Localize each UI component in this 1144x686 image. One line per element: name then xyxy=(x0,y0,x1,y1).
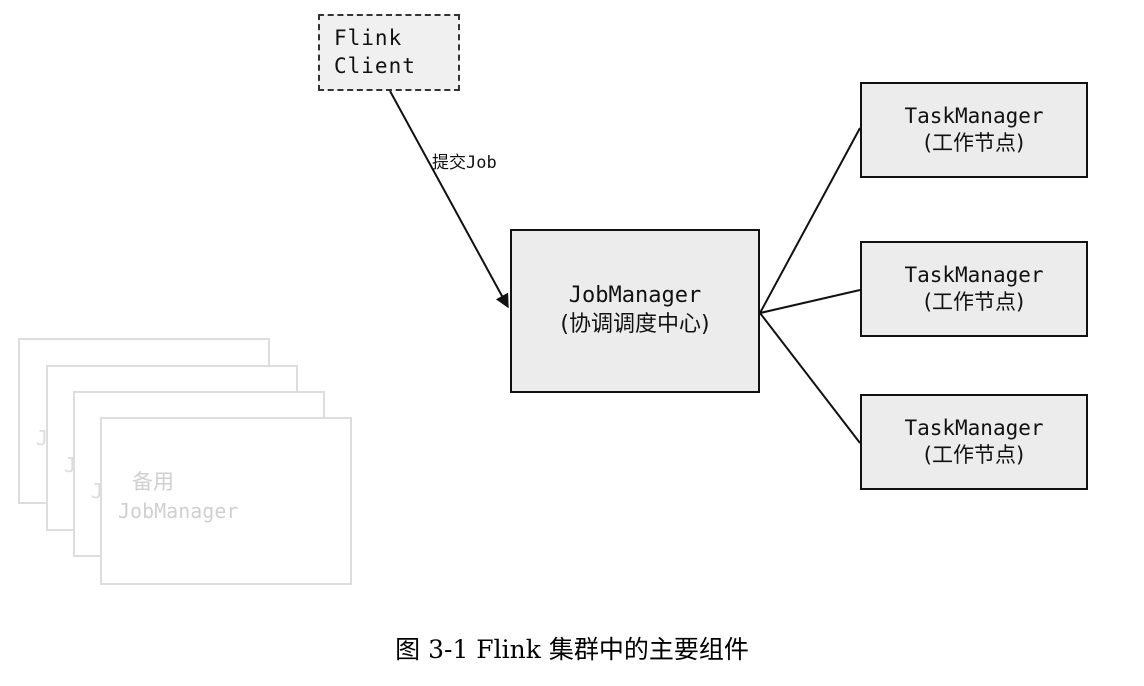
standby-label: 备用 xyxy=(132,470,174,494)
figure-caption: 图 3-1 Flink 集群中的主要组件 xyxy=(395,635,749,664)
taskmanager-node-1: TaskManager (工作节点) xyxy=(860,82,1088,178)
flink-client-node: Flink Client xyxy=(318,14,460,91)
taskmanager-title: TaskManager xyxy=(904,103,1044,128)
standby-peek-letter: J xyxy=(36,426,49,450)
submit-job-label: 提交Job xyxy=(432,153,497,173)
taskmanager-subtitle: (工作节点) xyxy=(923,290,1025,314)
taskmanager-title: TaskManager xyxy=(904,262,1044,287)
standby-jobmanager-card-front: 备用 JobManager xyxy=(100,417,352,585)
jobmanager-subtitle: (协调调度中心) xyxy=(560,312,710,337)
jobmanager-title: JobManager xyxy=(568,283,702,309)
taskmanager-node-2: TaskManager (工作节点) xyxy=(860,241,1088,337)
standby-jobmanager-label: JobManager xyxy=(118,499,239,524)
connector-jm-tm2 xyxy=(759,289,861,314)
jobmanager-node: JobManager (协调调度中心) xyxy=(510,229,760,393)
flink-client-line2: Client xyxy=(334,53,416,78)
connector-jm-tm3 xyxy=(759,312,861,444)
taskmanager-subtitle: (工作节点) xyxy=(923,443,1025,467)
connector-jm-tm1 xyxy=(759,127,861,314)
taskmanager-subtitle: (工作节点) xyxy=(923,131,1025,155)
taskmanager-title: TaskManager xyxy=(904,415,1044,440)
submit-job-arrow xyxy=(389,90,509,309)
taskmanager-node-3: TaskManager (工作节点) xyxy=(860,394,1088,490)
flink-client-line1: Flink xyxy=(334,26,403,51)
